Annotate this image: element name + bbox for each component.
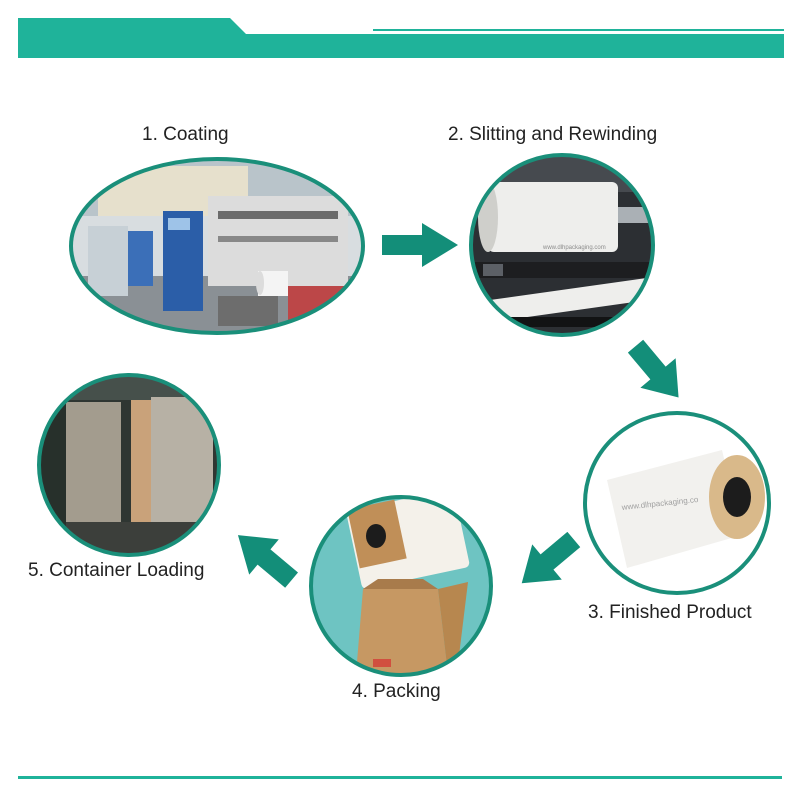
step-4-label: 4. Packing bbox=[352, 681, 441, 702]
finished-product-photo: www.dlhpackaging.co bbox=[583, 411, 771, 595]
arrow-up-left-icon bbox=[237, 535, 299, 588]
arrow-right-icon bbox=[382, 223, 458, 267]
arrow-down-left-icon bbox=[521, 532, 581, 584]
step-1-label: 1. Coating bbox=[142, 124, 229, 145]
watermark-text: www.dlhpackaging.com bbox=[542, 245, 606, 251]
footer-divider bbox=[18, 776, 782, 779]
arrow-down-right-icon bbox=[628, 339, 679, 398]
coating-machine-photo bbox=[69, 157, 365, 335]
packing-photo bbox=[309, 495, 493, 677]
step-3-label: 3. Finished Product bbox=[588, 602, 752, 623]
step-5-label: 5. Container Loading bbox=[28, 560, 205, 581]
slitting-rewinding-photo: www.dlhpackaging.com bbox=[469, 153, 655, 337]
step-2-label: 2. Slitting and Rewinding bbox=[448, 124, 658, 145]
header-banner bbox=[18, 18, 784, 58]
container-loading-photo bbox=[37, 373, 221, 557]
